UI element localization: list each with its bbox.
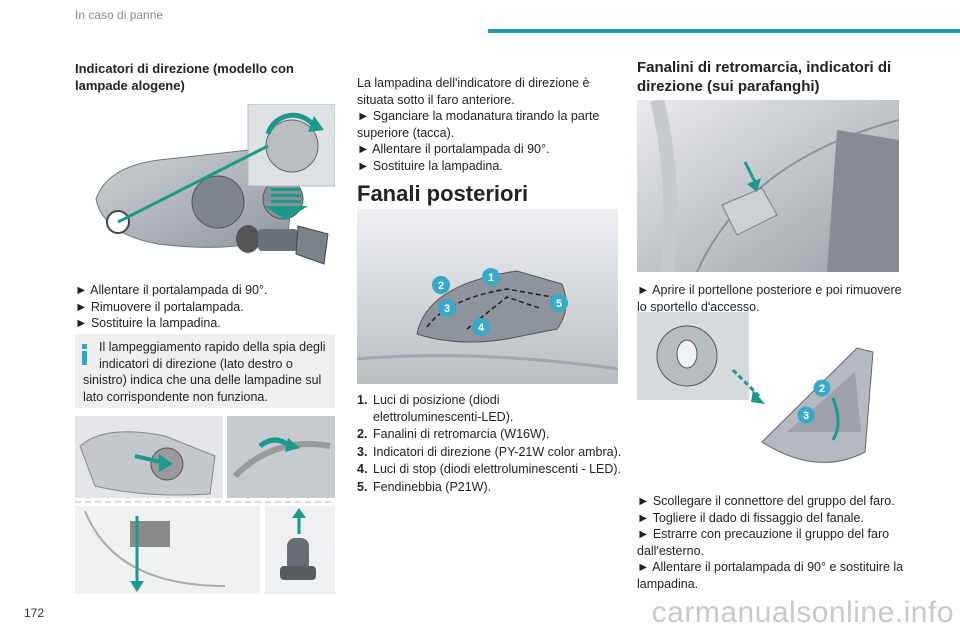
legend-number: 2. <box>357 427 368 441</box>
legend-item: 4. Luci di stop (diodi elettroluminescen… <box>357 461 622 478</box>
heading-line: direzione (sui parafanghi) <box>637 78 820 95</box>
badge-3: 3 <box>803 410 809 422</box>
page-number: 172 <box>24 606 45 620</box>
watermark: carmanualsonline.info <box>651 596 954 629</box>
tail-lamp-illustration: 2 3 <box>637 312 899 487</box>
heading-line: Fanalini di retromarcia, indicatori di <box>637 59 892 76</box>
legend-number: 5. <box>357 479 368 494</box>
legend-item: 5. Fendinebbia (P21W). <box>357 479 622 496</box>
step-item: ► Estrarre con precauzione il gruppo del… <box>637 527 890 541</box>
legend-text: Fendinebbia (P21W). <box>373 479 492 494</box>
badge-4: 4 <box>478 322 485 334</box>
rear-lights-legend: 1. Luci di posizione (diodi elettrolumin… <box>357 392 622 496</box>
legend-text: Fanalini di retromarcia (W16W). <box>373 427 550 441</box>
info-note: Il lampeggiamento rapido della spia degl… <box>75 334 335 408</box>
note-line: lato corrispondente non funziona. <box>83 389 268 404</box>
step-item: lampadina. <box>637 576 699 591</box>
heading-line: Indicatori di direzione (modello con <box>75 61 294 76</box>
note-line: Il lampeggiamento rapido della spia degl… <box>99 340 326 354</box>
trunk-access-illustration <box>637 100 899 272</box>
heading-fender-lights: Fanalini di retromarcia, indicatori di d… <box>637 58 907 96</box>
badge-5: 5 <box>556 298 562 310</box>
badge-1: 1 <box>488 272 494 284</box>
step-open-tailgate: ► Aprire il portellone posteriore e poi … <box>637 282 909 315</box>
legend-item: 1. Luci di posizione (diodi elettrolumin… <box>357 392 622 425</box>
step-item: dall'esterno. <box>637 543 705 558</box>
info-icon <box>82 344 87 365</box>
text-line: ► Aprire il portellone posteriore e poi … <box>637 283 902 297</box>
step-item: ► Togliere il dado di fissaggio del fana… <box>637 510 864 525</box>
text-line: situata sotto il faro anteriore. <box>357 92 515 107</box>
front-indicator-illustration <box>75 416 335 594</box>
step-item: ► Sostituire la lampadina. <box>75 316 221 330</box>
text-line: ► Sostituire la lampadina. <box>357 158 503 173</box>
front-indicator-instructions: La lampadina dell'indicatore di direzion… <box>357 75 619 174</box>
legend-text: elettroluminescenti-LED). <box>373 409 514 424</box>
step-item: ► Rimuovere il portalampada. <box>75 299 244 314</box>
legend-number: 1. <box>357 393 368 407</box>
badge-2: 2 <box>438 280 444 292</box>
badge-2: 2 <box>819 383 825 395</box>
note-line: indicatori di direzione (lato destro o <box>99 356 293 371</box>
legend-text: Luci di posizione (diodi <box>373 393 500 407</box>
heading-halogen-indicators: Indicatori di direzione (modello con lam… <box>75 60 335 94</box>
legend-number: 4. <box>357 462 368 476</box>
headlamp-bulb-illustration <box>88 103 336 274</box>
step-item: ► Allentare il portalampada di 90° e sos… <box>637 560 904 574</box>
legend-text: Indicatori di direzione (PY-21W color am… <box>373 444 622 459</box>
note-line: sinistro) indica che una delle lampadine… <box>83 373 322 387</box>
legend-item: 2. Fanalini di retromarcia (W16W). <box>357 426 622 443</box>
legend-item: 3. Indicatori di direzione (PY-21W color… <box>357 444 622 461</box>
section-header: In caso di panne <box>75 8 164 22</box>
steps-tail-lamp: ► Scollegare il connettore del gruppo de… <box>637 493 909 592</box>
heading-line: lampade alogene) <box>75 78 185 93</box>
rear-lights-illustration: 1 2 3 4 5 <box>357 209 618 384</box>
text-line: La lampadina dell'indicatore di direzion… <box>357 76 590 90</box>
header-accent-bar <box>488 29 960 33</box>
legend-number: 3. <box>357 444 368 459</box>
step-item: ► Scollegare il connettore del gruppo de… <box>637 494 895 508</box>
steps-halogen: ► Allentare il portalampada di 90°. ► Ri… <box>75 282 335 332</box>
badge-3: 3 <box>444 303 450 315</box>
text-line: ► Allentare il portalampada di 90°. <box>357 142 550 156</box>
step-item: ► Allentare il portalampada di 90°. <box>75 283 268 297</box>
text-line: superiore (tacca). <box>357 125 455 140</box>
text-line: ► Sganciare la modanatura tirando la par… <box>357 109 600 123</box>
text-line: lo sportello d'accesso. <box>637 299 760 314</box>
legend-text: Luci di stop (diodi elettroluminescenti … <box>373 462 622 476</box>
